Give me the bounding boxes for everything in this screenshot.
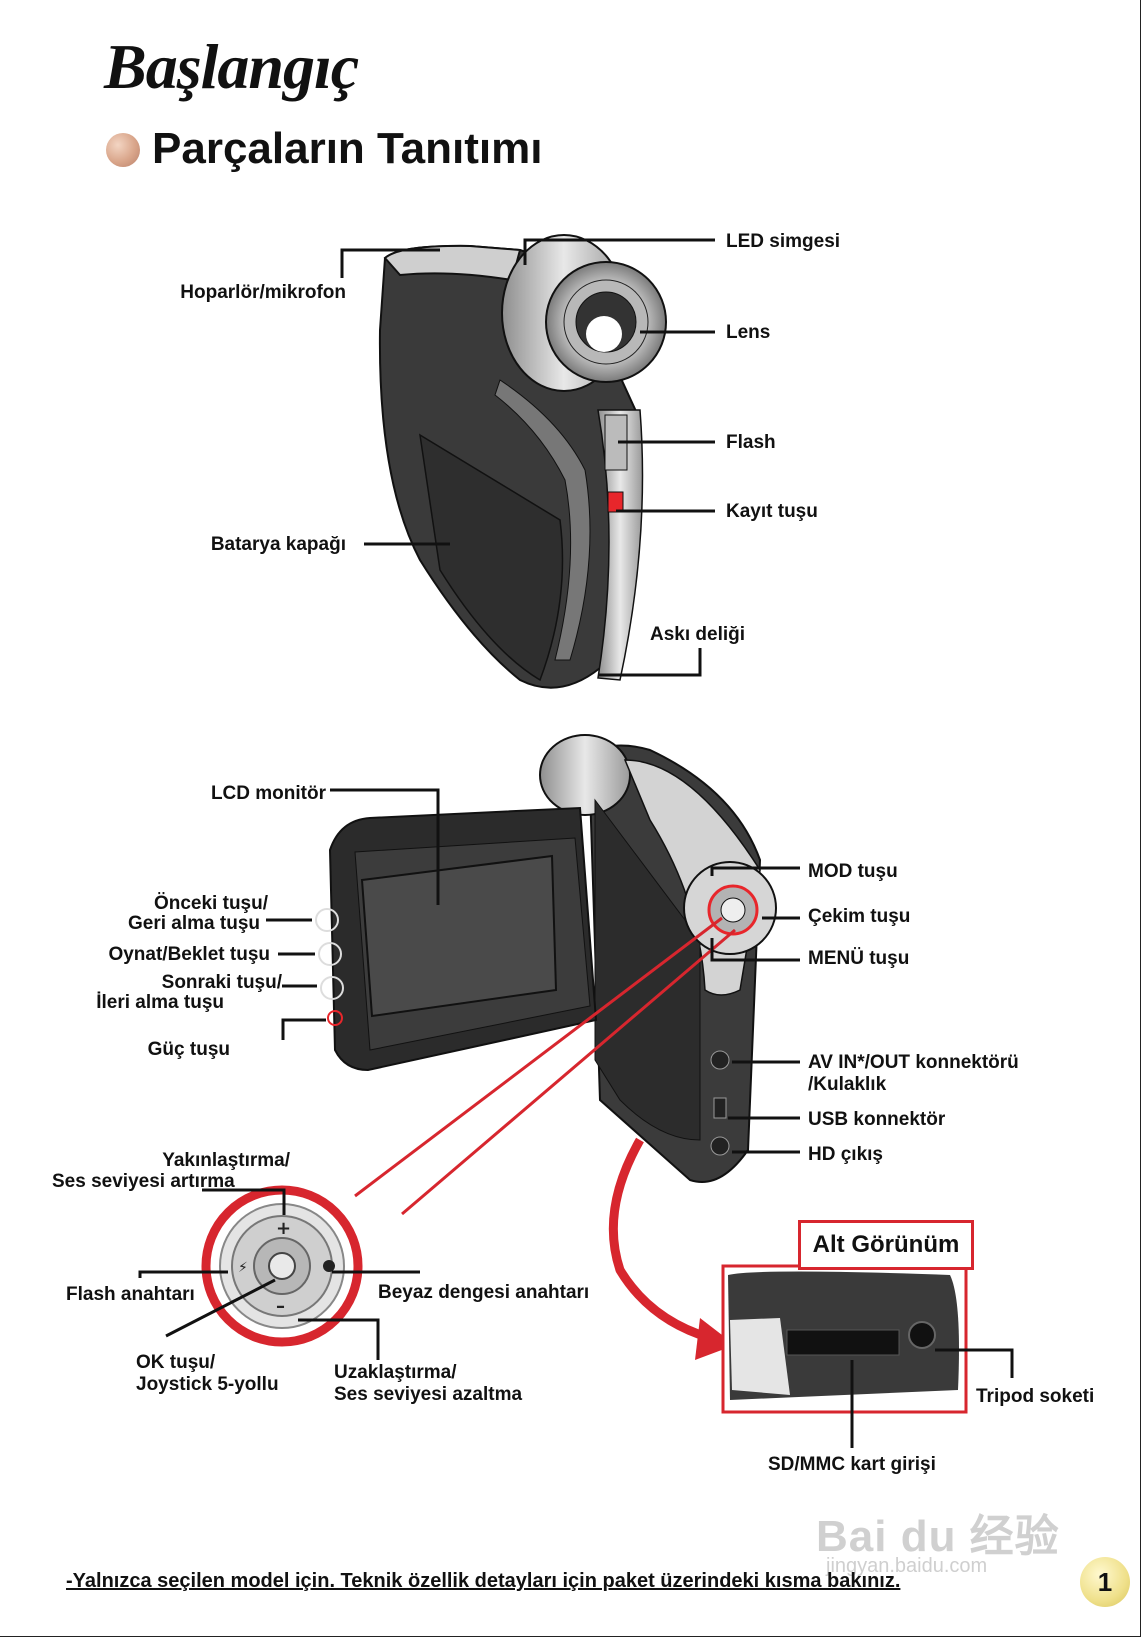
page-number: 1 (1080, 1557, 1130, 1607)
page-title: Başlangıç (104, 31, 359, 102)
label-lcd: LCD monitör (210, 783, 326, 804)
label-hd-out: HD çıkış (808, 1144, 883, 1165)
label-av-2: /Kulaklık (808, 1074, 887, 1095)
label-zoom-in-1: Yakınlaştırma/ (162, 1150, 290, 1171)
arrow-curve (608, 1137, 712, 1343)
svg-text:–: – (276, 1296, 285, 1317)
label-tripod: Tripod soketi (976, 1386, 1095, 1407)
bottom-view-heading: Alt Görünüm (798, 1220, 974, 1270)
label-lens: Lens (726, 322, 771, 343)
section-title: Parçaların Tanıtımı (152, 124, 543, 173)
bottom-view-illustration (721, 1264, 968, 1414)
leader-lines (138, 238, 1014, 1448)
watermark-logo: Bai du 经验 (816, 1512, 1060, 1561)
svg-text:⚡: ⚡ (238, 1260, 248, 1276)
label-next-2: İleri alma tuşu (96, 992, 224, 1013)
label-battery-cover: Batarya kapağı (210, 534, 346, 555)
callout-line (354, 916, 723, 1198)
label-shoot-button: Çekim tuşu (808, 906, 911, 927)
watermark-url: jingyan.baidu.com (826, 1555, 988, 1577)
camera-lcd-view (315, 734, 777, 1183)
label-next-1: Sonraki tuşu/ (161, 972, 282, 993)
footnote: -Yalnızca seçilen model için. Teknik öze… (66, 1570, 901, 1592)
arrow-head-icon (695, 1318, 735, 1360)
joystick-detail: + – ⚡ (201, 1185, 363, 1347)
label-prev-2: Geri alma tuşu (128, 913, 260, 934)
section-bullet-icon (106, 133, 140, 167)
label-menu-button: MENÜ tuşu (808, 948, 910, 969)
label-flash-switch: Flash anahtarı (66, 1284, 195, 1305)
camera-front-view (378, 234, 667, 689)
label-record-button: Kayıt tuşu (726, 501, 818, 522)
svg-text:+: + (276, 1218, 291, 1239)
label-play: Oynat/Beklet tuşu (108, 944, 270, 965)
label-flash: Flash (726, 432, 776, 453)
label-white-balance: Beyaz dengesi anahtarı (378, 1282, 590, 1303)
label-prev-1: Önceki tuşu/ (153, 893, 268, 914)
label-led: LED simgesi (726, 231, 841, 252)
label-mode-button: MOD tuşu (808, 861, 898, 882)
label-speaker: Hoparlör/mikrofon (180, 282, 346, 303)
label-sd-slot: SD/MMC kart girişi (768, 1454, 936, 1475)
label-zoom-out-1: Uzaklaştırma/ (334, 1362, 457, 1383)
label-ok-2: Joystick 5-yollu (136, 1374, 279, 1395)
label-strap-hole: Askı deliği (650, 624, 746, 645)
label-zoom-out-2: Ses seviyesi azaltma (334, 1384, 523, 1405)
label-ok-1: OK tuşu/ (136, 1352, 216, 1373)
callout-line (401, 928, 736, 1216)
label-power: Güç tuşu (147, 1039, 230, 1060)
label-usb: USB konnektör (808, 1109, 946, 1130)
label-av-1: AV IN*/OUT konnektörü (808, 1052, 1019, 1073)
label-zoom-in-2: Ses seviyesi artırma (52, 1171, 235, 1192)
